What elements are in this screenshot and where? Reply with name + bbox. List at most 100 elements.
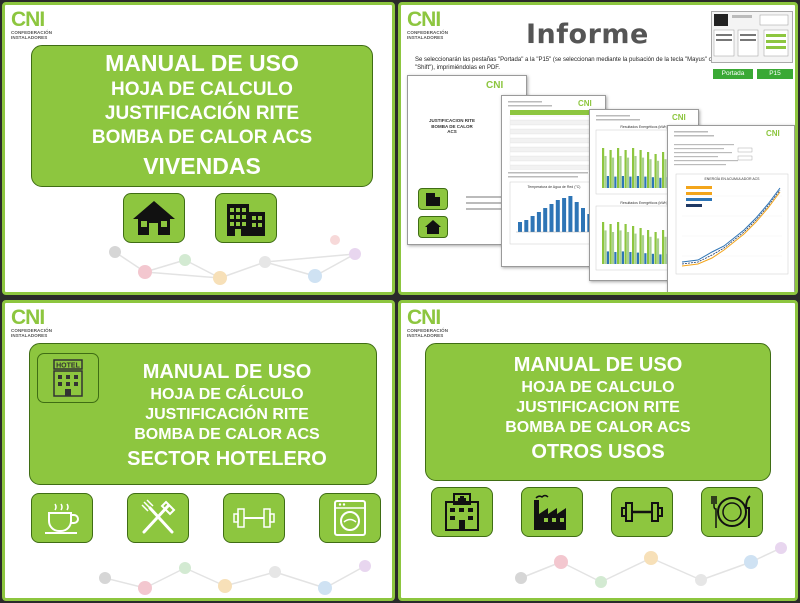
title-line-5: OTROS USOS: [531, 441, 665, 463]
informe-description: Se seleccionarán las pestañas "Portada" …: [415, 57, 712, 71]
chart-title-results-2: Resultados Energéticos (kWh): [620, 201, 667, 205]
chart-bar: [654, 232, 657, 264]
hotel-label: HOTEL: [56, 363, 80, 370]
chart-bar: [644, 176, 647, 188]
chart-bar: [656, 160, 660, 188]
chart-bar: [604, 156, 607, 188]
chart-bar: [611, 157, 615, 188]
spreadsheet-thumbnail: [711, 11, 793, 63]
restaurant-button[interactable]: [127, 493, 189, 543]
decorative-network: [109, 235, 361, 285]
cni-logo: CNI CONFEDERACIÓN INSTALADORES: [407, 8, 449, 40]
chart-bar: [662, 152, 665, 188]
laundry-button[interactable]: [319, 493, 381, 543]
cover-line-2: BOMBA DE CALOR: [431, 123, 473, 129]
hotelero-panel: CNI CONFEDERACIÓN INSTALADORES MANUAL DE…: [2, 300, 395, 601]
cni-logo: CNI CONFEDERACIÓN INSTALADORES: [407, 306, 449, 338]
chart-bar: [656, 238, 660, 264]
table-row: [509, 165, 599, 170]
chart-bar: [518, 222, 522, 232]
chart-bar: [619, 230, 622, 264]
house-button[interactable]: [123, 193, 185, 243]
chart-bar: [664, 236, 667, 264]
cover-building-icon-box: [418, 188, 448, 210]
spreadsheet-thumbnail-graphic: [713, 14, 789, 57]
chart-bar: [651, 177, 654, 188]
plate-cutlery-icon: [711, 495, 751, 528]
informe-title: Informe: [526, 19, 649, 50]
washing-machine-icon: [334, 500, 366, 536]
gym-button[interactable]: [223, 493, 285, 543]
chart-bar: [659, 254, 662, 264]
hotel-icon-box[interactable]: HOTEL: [37, 353, 99, 403]
chart-bar: [536, 212, 541, 232]
table-row: [509, 142, 599, 148]
apartment-building-icon: [426, 193, 440, 206]
title-line-2: HOJA DE CALCULO: [521, 379, 675, 396]
chart-bar: [606, 251, 609, 264]
chart-bar: [614, 176, 617, 188]
chart-bar: [654, 154, 657, 188]
table-row: [509, 115, 599, 121]
chart-bar: [619, 156, 622, 188]
chart-bar: [562, 198, 567, 232]
chart-bar: [609, 150, 612, 188]
factory-icon: [534, 494, 566, 530]
chart-bar: [641, 235, 645, 264]
chart-bar: [568, 196, 573, 232]
cafeteria-button[interactable]: [31, 493, 93, 543]
restaurant-button[interactable]: [701, 487, 763, 537]
otros-usos-panel: CNI CONFEDERACIÓN INSTALADORES MANUAL DE…: [398, 300, 798, 601]
title-line-5: VIVENDAS: [143, 153, 261, 179]
hotel-icon: HOTEL: [53, 359, 83, 397]
informe-panel: CNI CONFEDERACIÓN INSTALADORES Informe S…: [398, 2, 798, 295]
chart-bar: [614, 252, 617, 264]
cni-logo: CNI CONFEDERACIÓN INSTALADORES: [11, 306, 53, 338]
chart-bar: [624, 150, 627, 188]
tab-p15[interactable]: P15: [757, 69, 793, 79]
chart-bar: [641, 157, 645, 188]
accumulator-page-graphic: ENERGÍA EN ACUMULADOR ACS: [674, 131, 789, 275]
chart-bar: [639, 150, 642, 188]
cutlery-icon: [141, 499, 176, 534]
decorative-network: [99, 560, 371, 595]
table-row: [509, 124, 599, 130]
dumbbell-icon: [621, 502, 663, 522]
apartment-building-button[interactable]: [215, 193, 277, 243]
chart-bar: [644, 253, 647, 264]
title-line-1: MANUAL DE USO: [142, 361, 312, 383]
chart-bar: [530, 216, 535, 232]
cover-line-3: ACS: [447, 129, 457, 134]
chart-bar: [651, 253, 654, 264]
industry-button[interactable]: [521, 487, 583, 537]
gym-button[interactable]: [611, 487, 673, 537]
chart-bar: [606, 176, 609, 188]
cover-line-1: JUSTIFICACION RITE: [428, 118, 475, 123]
title-line-3: JUSTIFICACIÓN RITE: [145, 406, 309, 423]
title-line-3: JUSTIFICACIÓN RITE: [104, 103, 300, 124]
chart-title-accumulator: ENERGÍA EN ACUMULADOR ACS: [704, 177, 760, 181]
chart-bar: [629, 176, 632, 188]
chart-bar: [662, 230, 665, 264]
table-row: [509, 129, 599, 134]
title-line-4: BOMBA DE CALOR ACS: [505, 419, 691, 436]
house-icon: [425, 220, 441, 234]
chart-bar: [632, 226, 635, 264]
chart-bar: [609, 224, 612, 264]
chart-bar: [639, 228, 642, 264]
title-line-1: MANUAL DE USO: [105, 50, 299, 76]
table-row: [509, 120, 599, 125]
hospital-button[interactable]: [431, 487, 493, 537]
chart-bar: [634, 233, 637, 264]
title-line-3: JUSTIFICACION RITE: [516, 399, 680, 416]
chart-bar: [611, 232, 615, 264]
chart-bar: [543, 208, 548, 232]
coffee-cup-icon: [45, 503, 79, 534]
viviendas-panel: CNI CONFEDERACIÓN INSTALADORES MANUAL DE…: [2, 2, 395, 295]
chart-bar: [581, 208, 585, 232]
tab-portada[interactable]: Portada: [713, 69, 753, 79]
title-box: [29, 343, 377, 485]
title-line-2: HOJA DE CALCULO: [111, 79, 293, 100]
title-line-2: HOJA DE CÁLCULO: [150, 386, 304, 403]
chart-bar: [621, 176, 624, 188]
